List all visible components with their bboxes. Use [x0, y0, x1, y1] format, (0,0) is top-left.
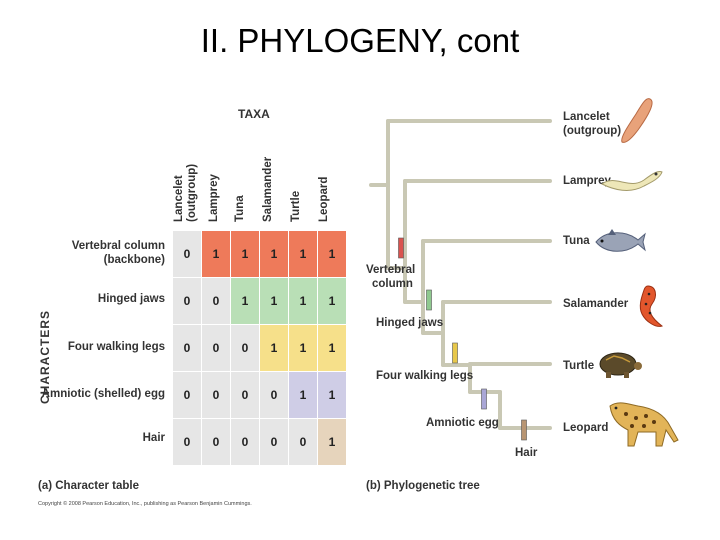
matrix-cell: 1: [317, 324, 346, 372]
tree-character-hair: Hair: [515, 447, 538, 459]
matrix-cell: 0: [172, 230, 202, 278]
tuna-illustration: [595, 229, 646, 252]
matrix-cell: 0: [201, 324, 231, 372]
tree-marker-vertebral-column: [398, 237, 404, 259]
row-label-hair: Hair: [142, 432, 165, 444]
matrix-cell: 0: [201, 371, 231, 419]
matrix-cell: 0: [172, 324, 202, 372]
matrix-cell: 0: [172, 418, 202, 465]
matrix-cell: 0: [172, 277, 202, 325]
matrix-cell: 1: [317, 230, 346, 278]
row-label-four-walking-legs: Four walking legs: [67, 341, 165, 353]
matrix-cell: 1: [288, 230, 318, 278]
turtle-illustration: [599, 352, 642, 378]
matrix-cell: 0: [230, 371, 260, 419]
matrix-cell: 1: [317, 371, 346, 419]
taxa-header: TAXA: [238, 107, 270, 121]
salamander-illustration: [639, 285, 664, 327]
caption-character-table: (a) Character table: [38, 480, 139, 492]
matrix-cell: 1: [317, 277, 346, 325]
matrix-cell: 1: [259, 230, 289, 278]
tree-taxon-turtle: Turtle: [563, 360, 595, 372]
matrix-cell: 1: [288, 277, 318, 325]
matrix-cell: 0: [259, 371, 289, 419]
row-label-hinged-jaws: Hinged jaws: [97, 293, 165, 305]
tree-taxon-tuna: Tuna: [563, 235, 590, 247]
tree-character-amniotic-egg: Amniotic egg: [426, 417, 499, 429]
tree-taxon-lancelet: Lancelet(outgroup): [563, 111, 622, 137]
matrix-cell: 1: [259, 277, 289, 325]
caption-phylogenetic-tree: (b) Phylogenetic tree: [366, 480, 480, 492]
row-label-vertebral-column: Vertebral column(backbone): [71, 240, 165, 266]
matrix-cell: 1: [230, 230, 260, 278]
tree-taxon-lamprey: Lamprey: [563, 175, 611, 187]
matrix-cell: 1: [288, 371, 318, 419]
matrix-cell: 0: [259, 418, 289, 465]
slide-title: II. PHYLOGENY, cont: [200, 22, 520, 59]
matrix-cell: 0: [201, 418, 231, 465]
leopard-illustration: [609, 402, 679, 447]
matrix-cell: 0: [201, 277, 231, 325]
lamprey-illustration: [601, 171, 663, 191]
matrix-cell: 1: [317, 418, 346, 465]
tree-marker-hinged-jaws: [426, 289, 432, 311]
matrix-cell: 1: [288, 324, 318, 372]
matrix-cell: 1: [259, 324, 289, 372]
matrix-cell: 1: [201, 230, 231, 278]
matrix-cell: 0: [230, 324, 260, 372]
tree-marker-four-walking-legs: [452, 342, 458, 364]
row-label-amniotic-egg: Amniotic (shelled) egg: [41, 388, 165, 400]
tree-character-four-walking-legs: Four walking legs: [376, 370, 474, 382]
lancelet-illustration: [621, 98, 653, 143]
matrix-cell: 0: [230, 418, 260, 465]
tree-character-hinged-jaws: Hinged jaws: [376, 317, 444, 329]
matrix-cell: 0: [288, 418, 318, 465]
tree-taxon-leopard: Leopard: [563, 422, 609, 434]
tree-marker-amniotic-egg: [481, 388, 487, 410]
tree-marker-hair: [521, 419, 527, 441]
matrix-cell: 0: [172, 371, 202, 419]
matrix-cell: 1: [230, 277, 260, 325]
tree-taxon-salamander: Salamander: [563, 298, 629, 310]
copyright-notice: Copyright © 2008 Pearson Education, Inc.…: [38, 501, 252, 507]
tree-character-vertebral-column: Vertebral column: [366, 264, 416, 290]
